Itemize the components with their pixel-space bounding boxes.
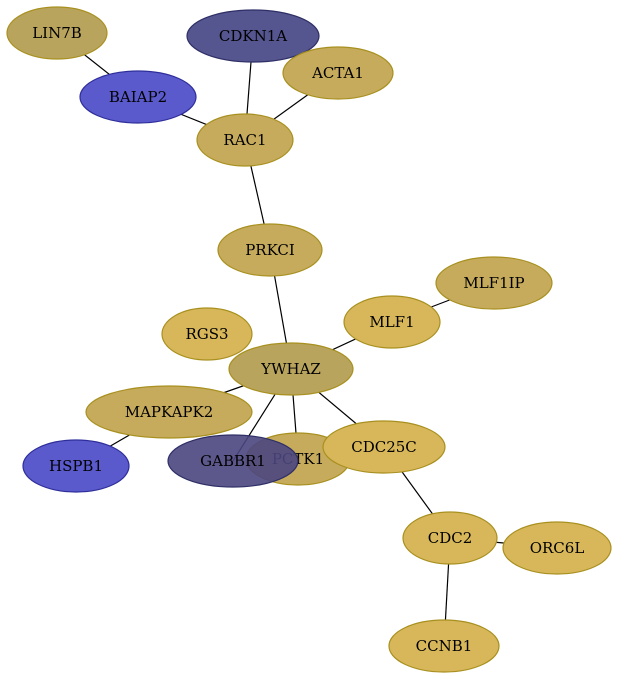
- node-ellipse: [388, 619, 500, 673]
- node-label: MLF1IP: [463, 274, 524, 292]
- node-label: CCNB1: [416, 637, 473, 655]
- node-ellipse: [79, 70, 197, 124]
- node-label: RAC1: [223, 131, 266, 149]
- node-orc6l[interactable]: ORC6L: [502, 521, 612, 575]
- node-ellipse: [22, 439, 130, 493]
- node-cdc2[interactable]: CDC2: [402, 511, 498, 565]
- node-ywhaz[interactable]: YWHAZ: [228, 342, 354, 396]
- node-mapkapk2[interactable]: MAPKAPK2: [85, 385, 253, 439]
- node-ellipse: [6, 6, 108, 60]
- node-ellipse: [228, 342, 354, 396]
- node-gabbr1[interactable]: GABBR1: [167, 434, 299, 488]
- node-label: BAIAP2: [109, 88, 167, 106]
- node-label: CDC2: [428, 529, 473, 547]
- node-label: PRKCI: [245, 241, 295, 259]
- node-ellipse: [167, 434, 299, 488]
- node-prkci[interactable]: PRKCI: [217, 223, 323, 277]
- node-ccnb1[interactable]: CCNB1: [388, 619, 500, 673]
- node-ellipse: [502, 521, 612, 575]
- node-cdc25c[interactable]: CDC25C: [322, 420, 446, 474]
- node-label: RGS3: [185, 325, 228, 343]
- node-hspb1[interactable]: HSPB1: [22, 439, 130, 493]
- node-label: MLF1: [369, 313, 414, 331]
- node-label: YWHAZ: [260, 360, 321, 378]
- node-mlf1ip[interactable]: MLF1IP: [435, 256, 553, 310]
- node-label: GABBR1: [200, 452, 266, 470]
- node-label: LIN7B: [32, 24, 82, 42]
- node-ellipse: [85, 385, 253, 439]
- node-mlf1[interactable]: MLF1: [343, 295, 441, 349]
- node-label: ORC6L: [530, 539, 585, 557]
- node-label: HSPB1: [49, 457, 103, 475]
- node-ellipse: [343, 295, 441, 349]
- node-ellipse: [196, 113, 294, 167]
- node-rgs3[interactable]: RGS3: [161, 307, 253, 361]
- node-ellipse: [161, 307, 253, 361]
- node-baiap2[interactable]: BAIAP2: [79, 70, 197, 124]
- node-label: CDKN1A: [219, 27, 287, 45]
- node-ellipse: [217, 223, 323, 277]
- node-label: MAPKAPK2: [125, 403, 214, 421]
- node-acta1[interactable]: ACTA1: [282, 46, 394, 100]
- node-ellipse: [435, 256, 553, 310]
- node-label: CDC25C: [351, 438, 417, 456]
- node-ellipse: [186, 9, 320, 63]
- node-rac1[interactable]: RAC1: [196, 113, 294, 167]
- node-ellipse: [282, 46, 394, 100]
- node-cdkn1a[interactable]: CDKN1A: [186, 9, 320, 63]
- node-ellipse: [322, 420, 446, 474]
- node-lin7b[interactable]: LIN7B: [6, 6, 108, 60]
- node-label: ACTA1: [311, 64, 364, 82]
- node-ellipse: [402, 511, 498, 565]
